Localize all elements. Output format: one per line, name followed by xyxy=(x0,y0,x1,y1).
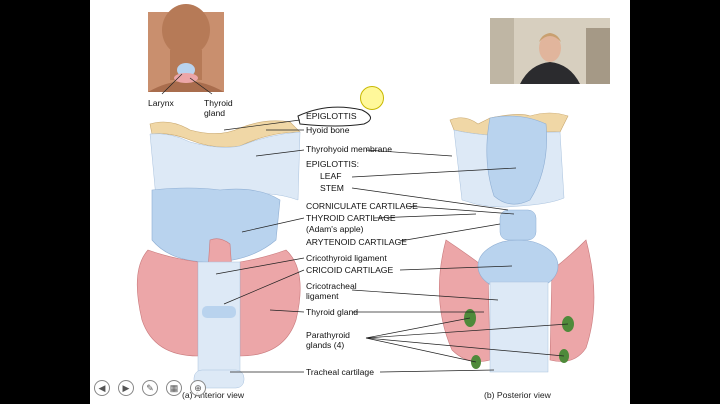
label-thyroid-cartilage: THYROID CARTILAGE xyxy=(306,213,396,223)
label-thyrohyoid-membrane: Thyrohyoid membrane xyxy=(306,144,392,154)
anterior-view-drawing xyxy=(137,121,300,388)
label-cricothyroid-ligament: Cricothyroid ligament xyxy=(306,253,387,263)
label-cricotracheal-ligament: Cricotracheal ligament xyxy=(306,281,386,301)
slide: Larynx Thyroid gland EPIGLOTTIS Hyoid bo… xyxy=(90,0,630,404)
back-icon[interactable]: ◀ xyxy=(94,380,110,396)
inset-label-larynx: Larynx xyxy=(148,98,174,108)
label-hyoid-bone: Hyoid bone xyxy=(306,125,349,135)
webcam-overlay xyxy=(490,18,610,84)
label-epiglottis-group: EPIGLOTTIS: xyxy=(306,159,359,169)
caption-posterior-view: (b) Posterior view xyxy=(484,390,551,400)
presentation-toolbar: ◀ ▶ ✎ ▦ ⊕ xyxy=(94,380,206,396)
label-thyroid-gland: Thyroid gland xyxy=(306,307,358,317)
forward-icon[interactable]: ▶ xyxy=(118,380,134,396)
label-corniculate-cartilage: CORNICULATE CARTILAGE xyxy=(306,201,418,211)
label-stem: STEM xyxy=(320,183,344,193)
posterior-view-drawing xyxy=(439,113,594,372)
label-tracheal-cartilage: Tracheal cartilage xyxy=(306,367,374,377)
label-cricoid-cartilage: CRICOID CARTILAGE xyxy=(306,265,393,275)
pen-icon[interactable]: ✎ xyxy=(142,380,158,396)
slides-icon[interactable]: ▦ xyxy=(166,380,182,396)
label-adams-apple: (Adam's apple) xyxy=(306,224,364,234)
label-leaf: LEAF xyxy=(320,171,342,181)
label-parathyroid-glands: Parathyroid glands (4) xyxy=(306,330,370,350)
zoom-icon[interactable]: ⊕ xyxy=(190,380,206,396)
inset-neck-illustration xyxy=(148,4,224,94)
cursor-highlight xyxy=(360,86,384,110)
presenter-video xyxy=(490,18,610,84)
label-epiglottis: EPIGLOTTIS xyxy=(306,111,357,121)
inset-label-thyroid-gland: Thyroid gland xyxy=(204,98,244,118)
label-arytenoid-cartilage: ARYTENOID CARTILAGE xyxy=(306,237,407,247)
